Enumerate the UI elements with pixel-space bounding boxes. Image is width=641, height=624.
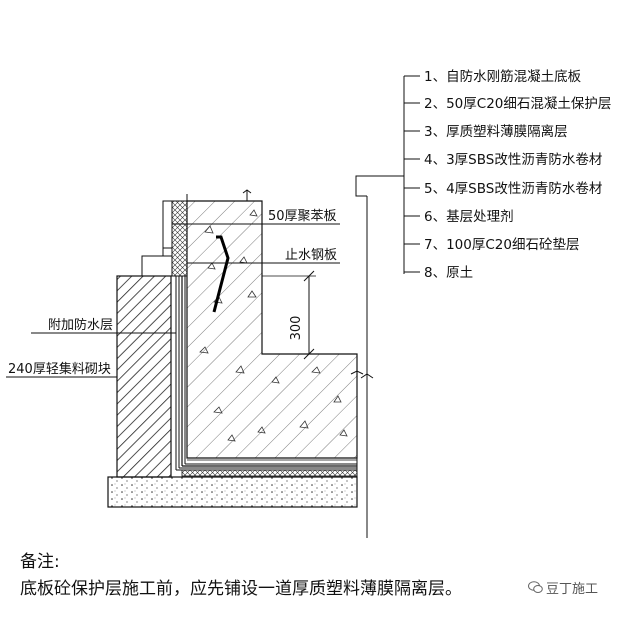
waterproof-layers-horizontal: [176, 459, 358, 477]
layer-list: 1、自防水刚筋混凝土底板 2、50厚C20细石混凝土保护层 3、厚质塑料薄膜隔离…: [424, 68, 611, 281]
upper-wall-step: [141, 200, 173, 277]
watermark-text: 豆丁施工: [546, 582, 599, 597]
layer-3: 3、厚质塑料薄膜隔离层: [424, 123, 568, 140]
polystyrene-board: [171, 200, 188, 277]
note-text: 底板砼保护层施工前，应先铺设一道厚质塑料薄膜隔离层。: [20, 579, 462, 599]
label-leaders: [6, 223, 340, 378]
layer-list-leader: [355, 75, 420, 274]
layer-1: 1、自防水刚筋混凝土底板: [424, 68, 582, 85]
bedding-slab: [107, 476, 358, 508]
break-lines: [163, 189, 374, 538]
layer-8: 8、原土: [424, 265, 473, 281]
waterstop-plate-label: 止水钢板: [285, 248, 337, 263]
layer-4: 4、3厚SBS改性沥青防水卷材: [424, 152, 602, 168]
note-title: 备注:: [20, 552, 60, 572]
dimension-300: 300: [262, 270, 316, 360]
layer-7: 7、100厚C20细石砼垫层: [424, 237, 579, 253]
waterproof-layers-vertical: [175, 276, 186, 470]
layer-6: 6、基层处理剂: [424, 208, 514, 225]
concrete-body: [186, 200, 358, 459]
layer-5: 5、4厚SBS改性沥青防水卷材: [424, 181, 602, 197]
additional-waterproof-label: 附加防水层: [48, 317, 113, 333]
chat-bubble-icon: [528, 581, 543, 593]
watermark: 豆丁施工: [528, 578, 598, 597]
polystyrene-board-label: 50厚聚苯板: [268, 209, 337, 224]
block-wall-label: 240厚轻集料砌块: [8, 361, 111, 377]
layer-2: 2、50厚C20细石混凝土保护层: [424, 96, 611, 112]
dimension-300-label: 300: [289, 316, 304, 341]
waterstop-plate: [212, 235, 230, 313]
block-wall: [116, 275, 172, 478]
